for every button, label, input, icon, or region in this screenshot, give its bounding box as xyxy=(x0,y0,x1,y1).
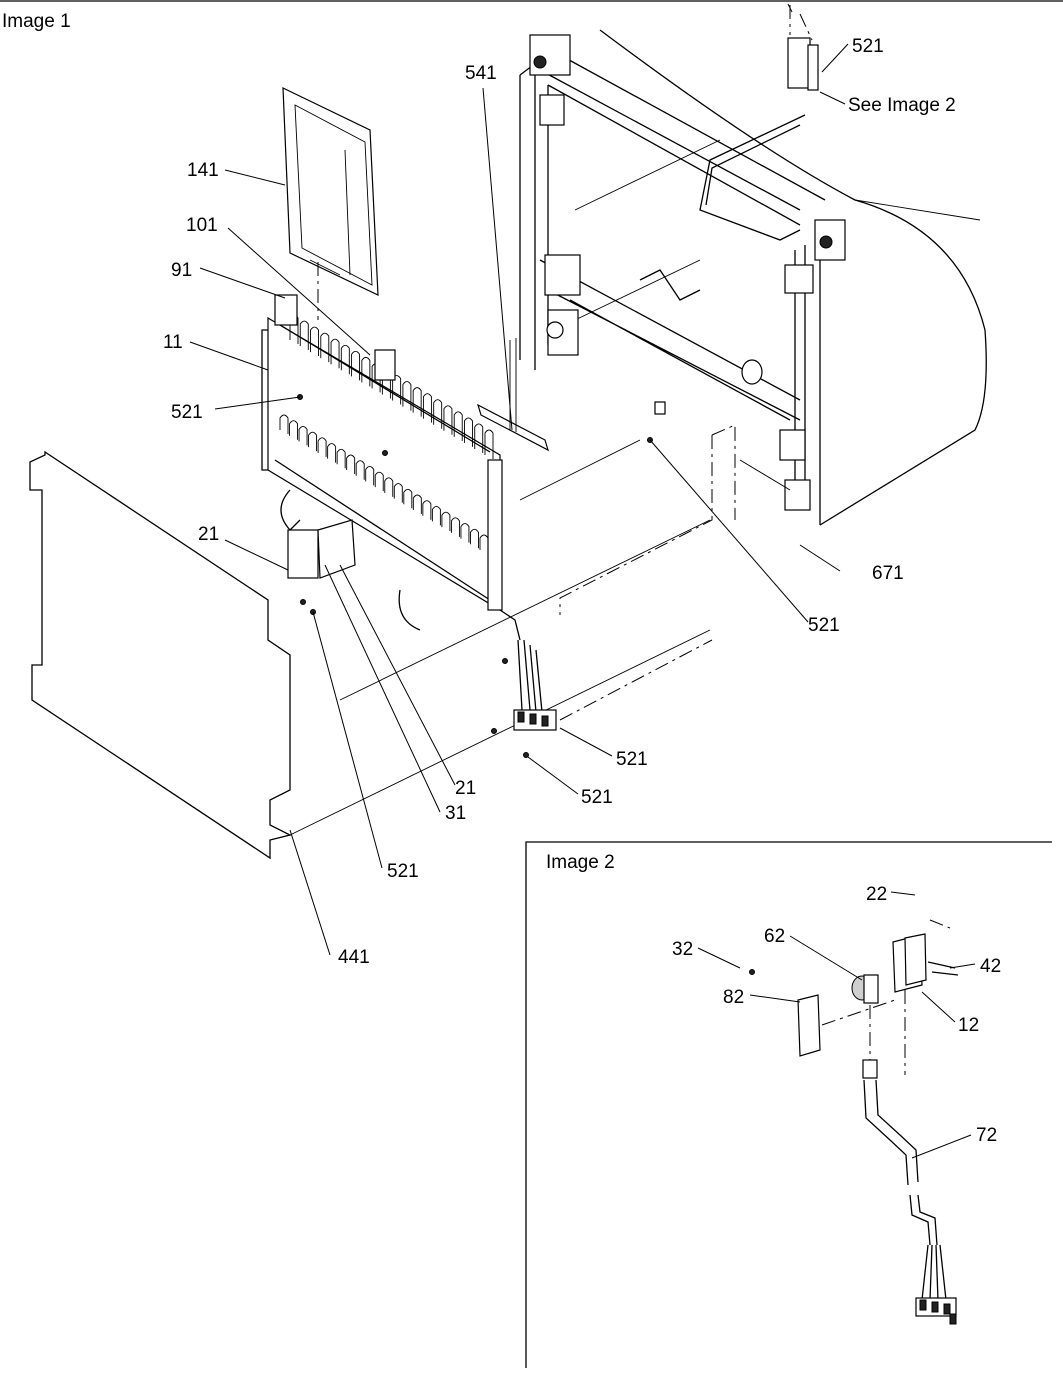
callout-521-top: 521 xyxy=(852,36,884,57)
callout-22: 22 xyxy=(866,884,887,905)
sensor-housing-top xyxy=(787,3,819,91)
coil-fin xyxy=(361,356,371,387)
callout-521-bottom: 521 xyxy=(387,861,419,882)
image1-callouts: 521 See Image 2 541 141 101 91 11 521 21… xyxy=(163,36,956,968)
callout-101: 101 xyxy=(186,215,218,236)
coil-fin xyxy=(317,437,327,457)
callout-521-harness-2: 521 xyxy=(581,787,613,808)
evaporator-cover xyxy=(282,87,379,320)
coil-fin xyxy=(289,420,298,440)
image1-title: Image 1 xyxy=(2,11,71,32)
image2-callouts: 22 62 32 42 82 12 72 xyxy=(672,884,1001,1159)
coil-fin xyxy=(460,523,470,543)
coil-fin xyxy=(355,460,365,480)
callout-671: 671 xyxy=(872,563,904,584)
coil-fin xyxy=(310,326,319,357)
callout-91: 91 xyxy=(171,260,192,281)
callout-82: 82 xyxy=(723,987,744,1008)
coil-fin xyxy=(431,505,441,526)
coil-fin xyxy=(402,381,412,411)
callout-21-bottom: 21 xyxy=(455,778,476,799)
coil-fin xyxy=(412,494,422,514)
coil-fin xyxy=(308,431,318,452)
coil-fin xyxy=(340,344,350,375)
drain-trough xyxy=(477,338,549,452)
callout-541: 541 xyxy=(465,63,497,84)
callout-441: 441 xyxy=(338,947,370,968)
callout-11: 11 xyxy=(163,332,183,353)
coil-fin xyxy=(422,500,432,520)
coil-fin xyxy=(384,477,394,497)
callout-62: 62 xyxy=(764,926,785,947)
callout-521-harness-1: 521 xyxy=(616,749,648,770)
coil-fin xyxy=(320,332,330,363)
coil-fin xyxy=(433,399,443,429)
callout-12: 12 xyxy=(958,1015,979,1036)
coil-fin xyxy=(484,429,494,459)
coil-fin xyxy=(299,320,309,351)
coil-fin xyxy=(327,443,337,463)
coil-fin xyxy=(412,387,422,417)
image2-title: Image 2 xyxy=(546,852,615,873)
coil-fin xyxy=(470,528,479,549)
back-panel xyxy=(29,450,711,860)
coil-fin xyxy=(443,405,453,435)
heater-block xyxy=(287,519,356,615)
side-panel xyxy=(519,424,791,615)
coil-fin xyxy=(346,454,356,474)
coil-fin xyxy=(441,511,451,532)
callout-21-left: 21 xyxy=(198,524,219,545)
callout-521-mid: 521 xyxy=(808,615,840,636)
coil-fin xyxy=(298,425,308,446)
coil-fin xyxy=(450,517,460,537)
coil-fin xyxy=(336,448,346,469)
coil-fin xyxy=(330,338,340,369)
callout-32: 32 xyxy=(672,939,693,960)
evaporator-coil xyxy=(261,294,521,641)
coil-fin xyxy=(464,417,473,447)
callout-see-image-2: See Image 2 xyxy=(848,95,956,116)
callout-42: 42 xyxy=(980,956,1001,977)
coil-fin xyxy=(365,465,375,486)
callout-141: 141 xyxy=(187,160,219,181)
coil-fin xyxy=(393,483,403,503)
coil-fin xyxy=(422,393,432,423)
coil-fin xyxy=(279,414,289,434)
callout-521-left: 521 xyxy=(171,402,203,423)
coil-fin xyxy=(351,350,361,381)
coil-fin xyxy=(403,488,413,509)
callout-72: 72 xyxy=(976,1125,997,1146)
coil-fin xyxy=(474,423,484,453)
coil-fin xyxy=(453,411,463,441)
image2-parts xyxy=(749,919,959,1325)
coil-fin xyxy=(374,471,384,492)
callout-31: 31 xyxy=(445,803,466,824)
cabinet-frame xyxy=(519,29,987,526)
image2-frame xyxy=(525,841,1052,1368)
wire-harness xyxy=(491,639,713,758)
